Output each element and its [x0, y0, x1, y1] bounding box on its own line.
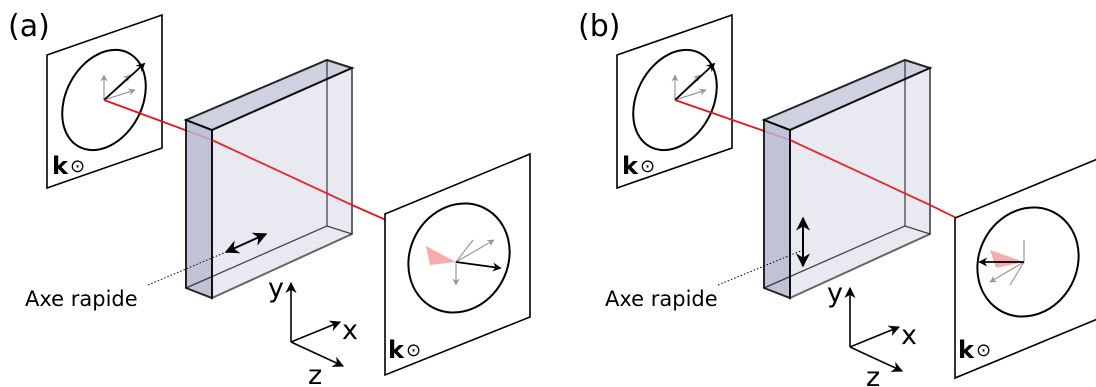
- axis-z-label-b: z: [866, 362, 880, 387]
- out-of-page-icon: ⊙: [640, 156, 655, 177]
- fast-axis-arrow-a: [224, 232, 268, 254]
- axis-y-label-b: y: [827, 278, 843, 309]
- field-vector-out-a: [455, 261, 502, 272]
- out-of-page-icon: ⊙: [70, 156, 85, 177]
- wave-plate-b: [761, 58, 933, 300]
- polarization-ellipse-in-b: [632, 48, 718, 152]
- wave-vector-k-in-a: k: [52, 152, 69, 180]
- output-screen-a: k ⊙: [384, 152, 531, 377]
- axis-y-label-a: y: [268, 273, 284, 304]
- field-vector-in-b: [674, 62, 716, 101]
- coordinate-axes-a: y x z: [268, 273, 358, 387]
- polarization-ellipse-out-b: [976, 206, 1080, 318]
- field-vector-in-a: [103, 62, 146, 101]
- input-screen-a: k ⊙: [46, 13, 163, 190]
- out-of-page-icon: ⊙: [406, 340, 421, 361]
- panel-b-label: (b): [578, 9, 620, 44]
- wave-vector-k-out-a: k: [388, 336, 405, 364]
- wave-plate-a: [183, 58, 355, 300]
- fast-axis-leader-b: [717, 249, 804, 286]
- input-screen-b: k ⊙: [616, 13, 733, 190]
- polarization-ellipse-out-a: [407, 202, 511, 314]
- axis-x-label-b: x: [901, 320, 917, 351]
- fast-axis-leader-a: [147, 251, 227, 286]
- out-of-page-icon: ⊙: [976, 340, 991, 361]
- coordinate-axes-b: y x z: [827, 278, 917, 387]
- output-screen-b: k ⊙: [954, 158, 1096, 380]
- axis-z-label-a: z: [308, 360, 322, 387]
- fast-axis-label-b: Axe rapide: [605, 287, 718, 311]
- panel-a: (a) k ⊙ Axe rapide: [8, 9, 531, 387]
- panel-a-label: (a): [8, 9, 50, 44]
- polarization-ellipse-in-a: [61, 48, 147, 152]
- wave-vector-k-out-b: k: [958, 336, 975, 364]
- panel-b: (b) k ⊙ Axe rapide: [578, 9, 1096, 387]
- wave-vector-k-in-b: k: [622, 152, 639, 180]
- axis-x-label-a: x: [342, 315, 358, 346]
- fast-axis-label-a: Axe rapide: [25, 287, 138, 311]
